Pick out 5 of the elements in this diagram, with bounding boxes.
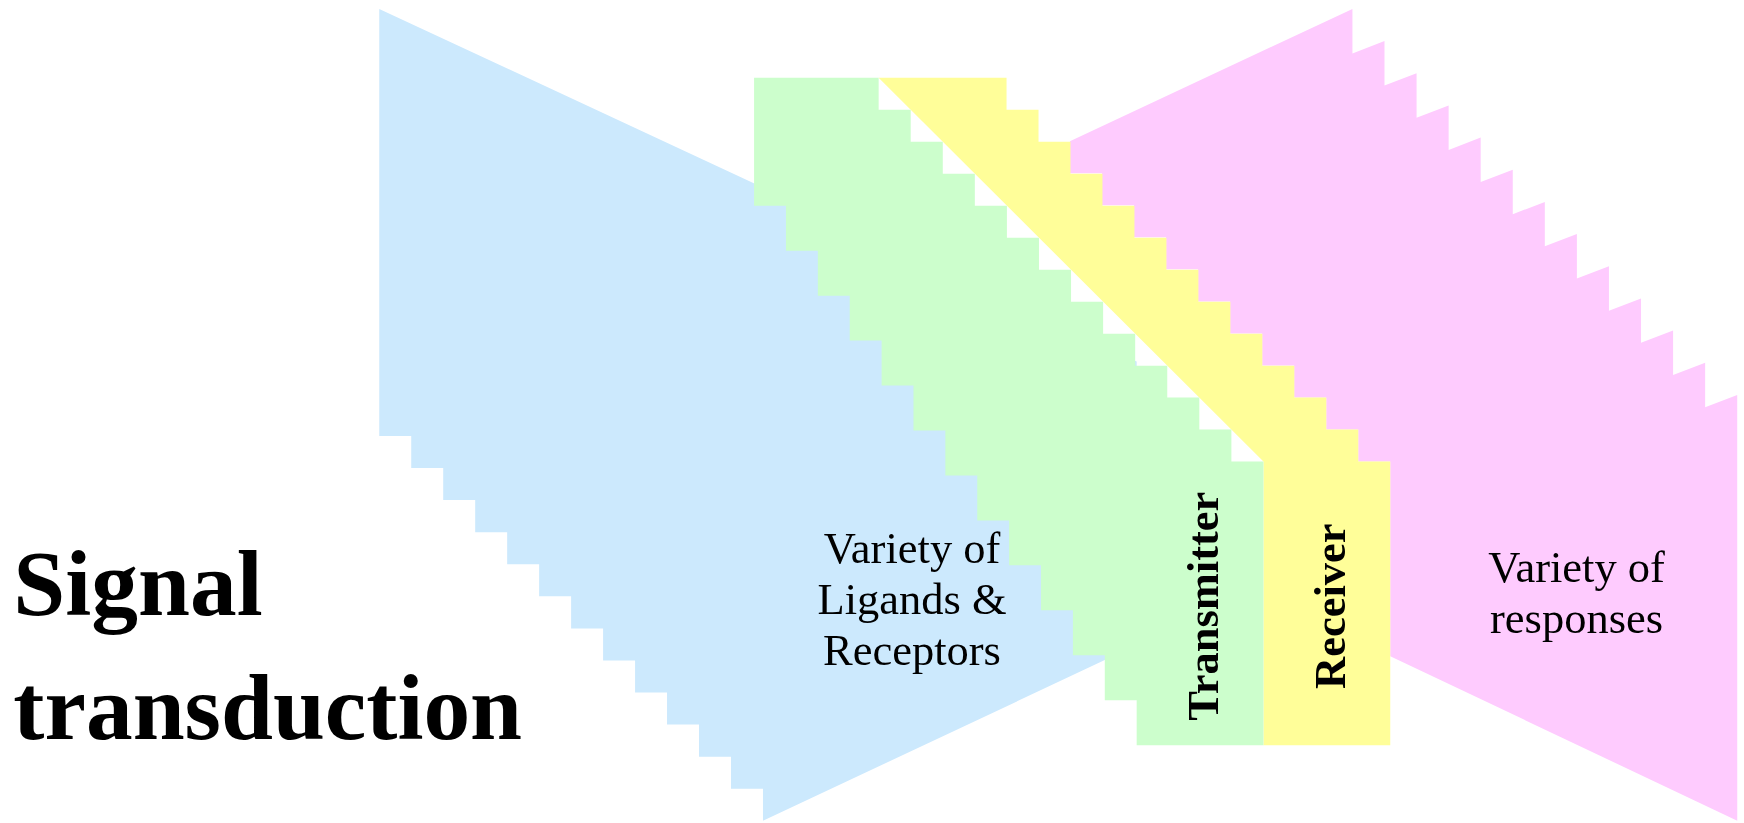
title: Signal transduction (13, 530, 524, 761)
stage-label: Variety of responses (1487, 541, 1666, 644)
stage-label: Variety of Ligands & Receptors (816, 522, 1008, 677)
stage-label: Receiver (1304, 523, 1356, 689)
stage-label: Transmitter (1177, 491, 1229, 721)
